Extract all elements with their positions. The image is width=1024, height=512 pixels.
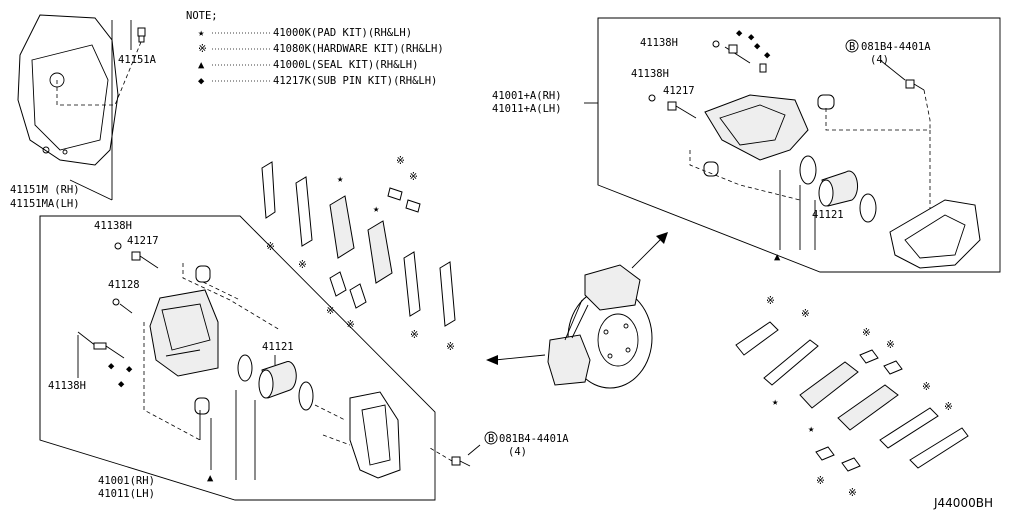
right-pin-boot-lower bbox=[703, 161, 719, 177]
right-caliper-bracket bbox=[889, 199, 981, 269]
svg-text:▲: ▲ bbox=[774, 251, 781, 263]
svg-text:※: ※ bbox=[862, 327, 871, 339]
left-sub-pin-head bbox=[131, 251, 141, 261]
left-bolt-prefix: B bbox=[488, 433, 494, 445]
left-dust-boot bbox=[298, 381, 314, 411]
right-piston-seal bbox=[799, 155, 817, 185]
right-mounting-bolt bbox=[905, 79, 915, 89]
label-right-41138h: 41138H bbox=[631, 68, 669, 80]
label-41151m-rh: 41151M (RH) bbox=[10, 184, 80, 196]
left-pin-boot-upper bbox=[195, 265, 211, 283]
label-left-41128: 41128 bbox=[108, 279, 140, 291]
label-right-bolt-code: 081B4-4401A bbox=[861, 41, 931, 53]
svg-text:※: ※ bbox=[886, 339, 895, 351]
svg-text:◆: ◆ bbox=[108, 360, 115, 372]
label-right-41011a-lh: 41011+A(LH) bbox=[492, 103, 562, 115]
left-pad-set: ※ ※ ★ ★ ※ ※ ※ ※ ※ ※ bbox=[261, 155, 456, 353]
svg-text:※: ※ bbox=[396, 155, 405, 167]
label-41151a: 41151A bbox=[118, 54, 157, 66]
svg-text:※: ※ bbox=[922, 381, 931, 393]
arrow-up-right-icon bbox=[656, 232, 668, 244]
svg-text:★: ★ bbox=[337, 173, 344, 185]
note-seal-kit: 41000L(SEAL KIT)(RH&LH) bbox=[273, 59, 418, 71]
label-left-41138h-bot: 41138H bbox=[48, 380, 86, 392]
note-hardware-kit: 41080K(HARDWARE KIT)(RH&LH) bbox=[273, 43, 444, 55]
svg-text:◆: ◆ bbox=[126, 363, 133, 375]
svg-text:※: ※ bbox=[266, 241, 275, 253]
svg-text:◆: ◆ bbox=[764, 49, 771, 61]
label-right-bolt-qty: (4) bbox=[870, 54, 889, 66]
label-left-41138h-top: 41138H bbox=[94, 220, 132, 232]
right-pad-outer bbox=[837, 384, 899, 431]
svg-text:※: ※ bbox=[848, 487, 857, 499]
diagram-code: J44000BH bbox=[933, 496, 993, 510]
dust-shield bbox=[17, 14, 119, 166]
svg-text:※: ※ bbox=[346, 319, 355, 331]
svg-text:※: ※ bbox=[446, 341, 455, 353]
svg-text:★: ★ bbox=[772, 396, 779, 408]
svg-text:※: ※ bbox=[816, 475, 825, 487]
svg-text:※: ※ bbox=[801, 308, 810, 320]
brake-assembly-overview bbox=[486, 232, 668, 389]
note-sub-pin-kit: 41217K(SUB PIN KIT)(RH&LH) bbox=[273, 75, 437, 87]
svg-text:◆: ◆ bbox=[754, 40, 761, 52]
right-bolt-circle-icon bbox=[845, 39, 859, 53]
note-legend: NOTE; ★ 41000K(PAD KIT)(RH&LH) ※ 41080K(… bbox=[186, 10, 444, 87]
svg-text:※: ※ bbox=[944, 401, 953, 413]
label-right-41138h-top: 41138H bbox=[640, 37, 678, 49]
right-dust-boot bbox=[859, 193, 877, 223]
right-bolt-prefix: B bbox=[849, 41, 855, 53]
right-caliper-body bbox=[704, 94, 809, 161]
upper-caliper-overview bbox=[584, 264, 641, 311]
right-pad-set: ※ ※ ※ ※ ★ ★ ※ ※ ※ ※ bbox=[735, 295, 969, 499]
svg-text:▲: ▲ bbox=[207, 472, 214, 484]
arrow-left-icon bbox=[486, 355, 498, 365]
hardware-kit-mark-icon: ※ bbox=[198, 43, 207, 55]
left-mounting-bolt bbox=[451, 456, 461, 466]
svg-text:※: ※ bbox=[326, 305, 335, 317]
pad-kit-star-icon: ★ bbox=[198, 27, 205, 39]
svg-text:◆: ◆ bbox=[748, 31, 755, 43]
label-left-41217: 41217 bbox=[127, 235, 159, 247]
svg-text:◆: ◆ bbox=[736, 27, 743, 39]
left-pad-inner bbox=[329, 195, 355, 259]
label-41151ma-lh: 41151MA(LH) bbox=[10, 198, 80, 210]
left-caliper-bracket bbox=[349, 391, 401, 479]
svg-text:◆: ◆ bbox=[118, 378, 125, 390]
left-pad-outer bbox=[367, 220, 393, 284]
left-bleeder-screw bbox=[114, 242, 122, 250]
left-piston-seal bbox=[237, 354, 253, 382]
svg-text:※: ※ bbox=[766, 295, 775, 307]
left-caliper-group: 41138H 41217 41128 41138H ◆ ◆ ◆ 41121 bbox=[39, 215, 569, 501]
right-pin-boot-upper bbox=[817, 94, 835, 110]
svg-text:※: ※ bbox=[410, 329, 419, 341]
label-left-bolt-qty: (4) bbox=[508, 446, 527, 458]
right-caliper-group: 41138H ◆ ◆ ◆ ◆ 41138H 41217 41001+A(RH) … bbox=[492, 17, 1001, 273]
bolt-41151a bbox=[114, 27, 146, 106]
label-right-41121: 41121 bbox=[812, 209, 844, 221]
label-left-bolt-code: 081B4-4401A bbox=[499, 433, 569, 445]
lower-caliper-overview bbox=[547, 334, 591, 386]
svg-text:★: ★ bbox=[373, 203, 380, 215]
svg-text:※: ※ bbox=[298, 259, 307, 271]
label-left-41001-rh: 41001(RH) bbox=[98, 475, 155, 487]
label-right-41217: 41217 bbox=[663, 85, 695, 97]
label-right-41001a-rh: 41001+A(RH) bbox=[492, 90, 562, 102]
left-bolt-circle-icon bbox=[484, 431, 498, 445]
note-pad-kit: 41000K(PAD KIT)(RH&LH) bbox=[273, 27, 412, 39]
svg-text:★: ★ bbox=[808, 423, 815, 435]
label-left-41011-lh: 41011(LH) bbox=[98, 488, 155, 500]
right-pad-inner bbox=[799, 361, 859, 409]
sub-pin-kit-diamond-icon: ◆ bbox=[198, 75, 205, 87]
seal-kit-triangle-icon: ▲ bbox=[198, 59, 205, 71]
left-pin-boot-lower bbox=[194, 397, 210, 415]
left-caliper-body bbox=[149, 289, 219, 377]
note-title: NOTE; bbox=[186, 10, 218, 22]
label-left-41121: 41121 bbox=[262, 341, 294, 353]
svg-text:※: ※ bbox=[409, 171, 418, 183]
